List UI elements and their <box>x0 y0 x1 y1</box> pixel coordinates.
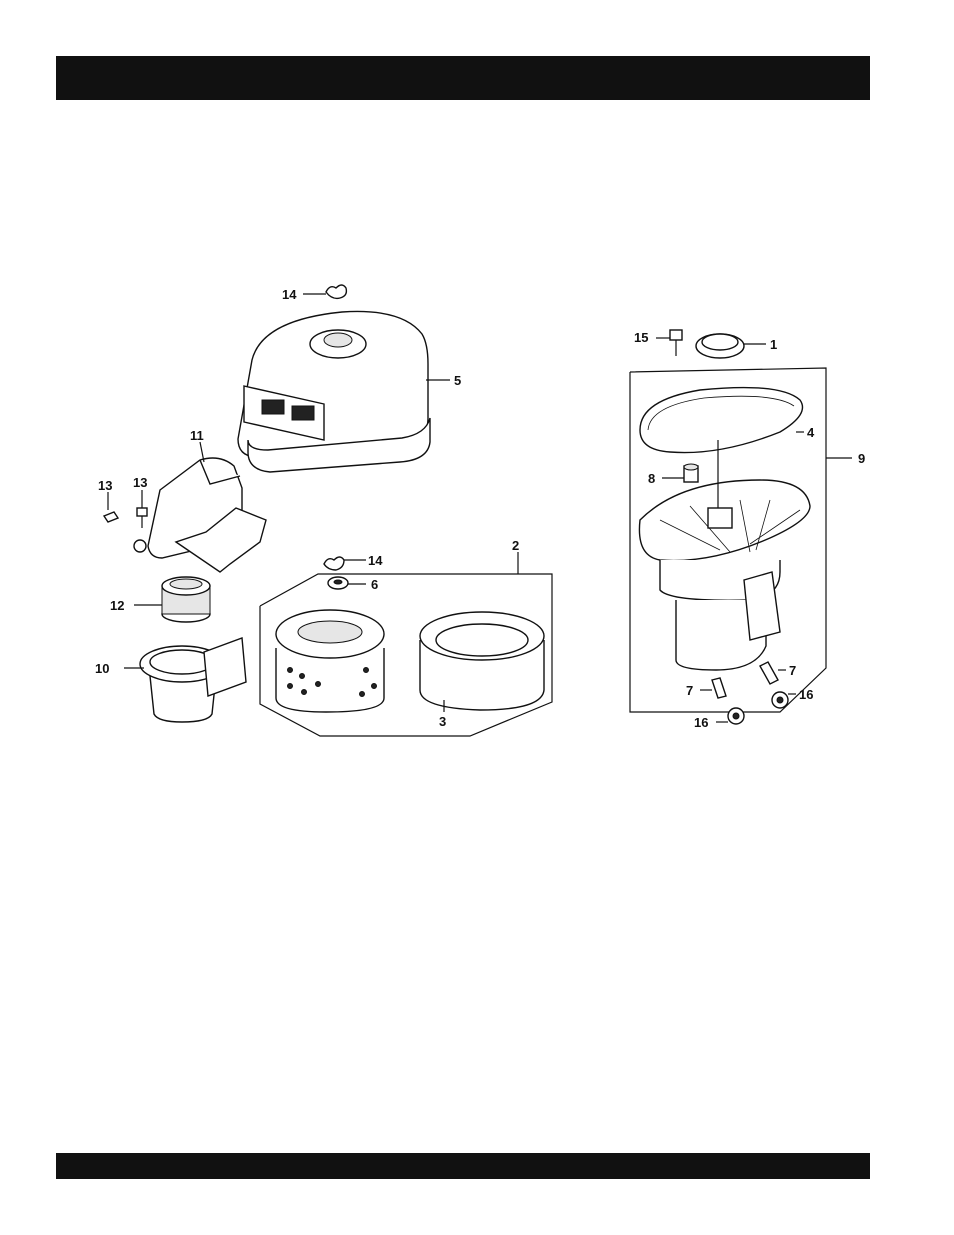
callout-16-left: 16 <box>694 715 708 730</box>
foam-element <box>420 612 544 712</box>
paper-element <box>276 610 384 712</box>
callout-14-top: 14 <box>282 287 297 302</box>
callout-16-right: 16 <box>799 687 813 702</box>
cleaner-case <box>124 638 246 722</box>
cleaner-base <box>639 440 810 670</box>
air-cleaner-cover <box>238 311 450 472</box>
callout-14-mid: 14 <box>368 553 383 568</box>
callout-7-right: 7 <box>789 663 796 678</box>
callout-13-right: 13 <box>133 475 147 490</box>
callout-2: 2 <box>512 538 519 553</box>
callout-12: 12 <box>110 598 124 613</box>
screws <box>104 490 147 528</box>
wing-nut-top <box>303 285 346 298</box>
callout-15: 15 <box>634 330 648 345</box>
collar <box>662 464 698 482</box>
callout-7-left: 7 <box>686 683 693 698</box>
callout-13-left: 13 <box>98 478 112 493</box>
callout-4: 4 <box>807 425 815 440</box>
screen-filter <box>134 577 210 622</box>
callout-9: 9 <box>858 451 865 466</box>
callout-11: 11 <box>190 428 204 443</box>
callout-8: 8 <box>648 471 655 486</box>
gasket <box>640 388 804 453</box>
callout-1: 1 <box>770 337 777 352</box>
wing-nut-and-washer <box>324 557 366 589</box>
callout-3: 3 <box>439 714 446 729</box>
bolt-and-ring <box>656 330 766 358</box>
footer-bar <box>56 1153 870 1179</box>
callout-6: 6 <box>371 577 378 592</box>
intake-duct-cover <box>134 442 266 572</box>
callout-10: 10 <box>95 661 109 676</box>
callout-5: 5 <box>454 373 461 388</box>
